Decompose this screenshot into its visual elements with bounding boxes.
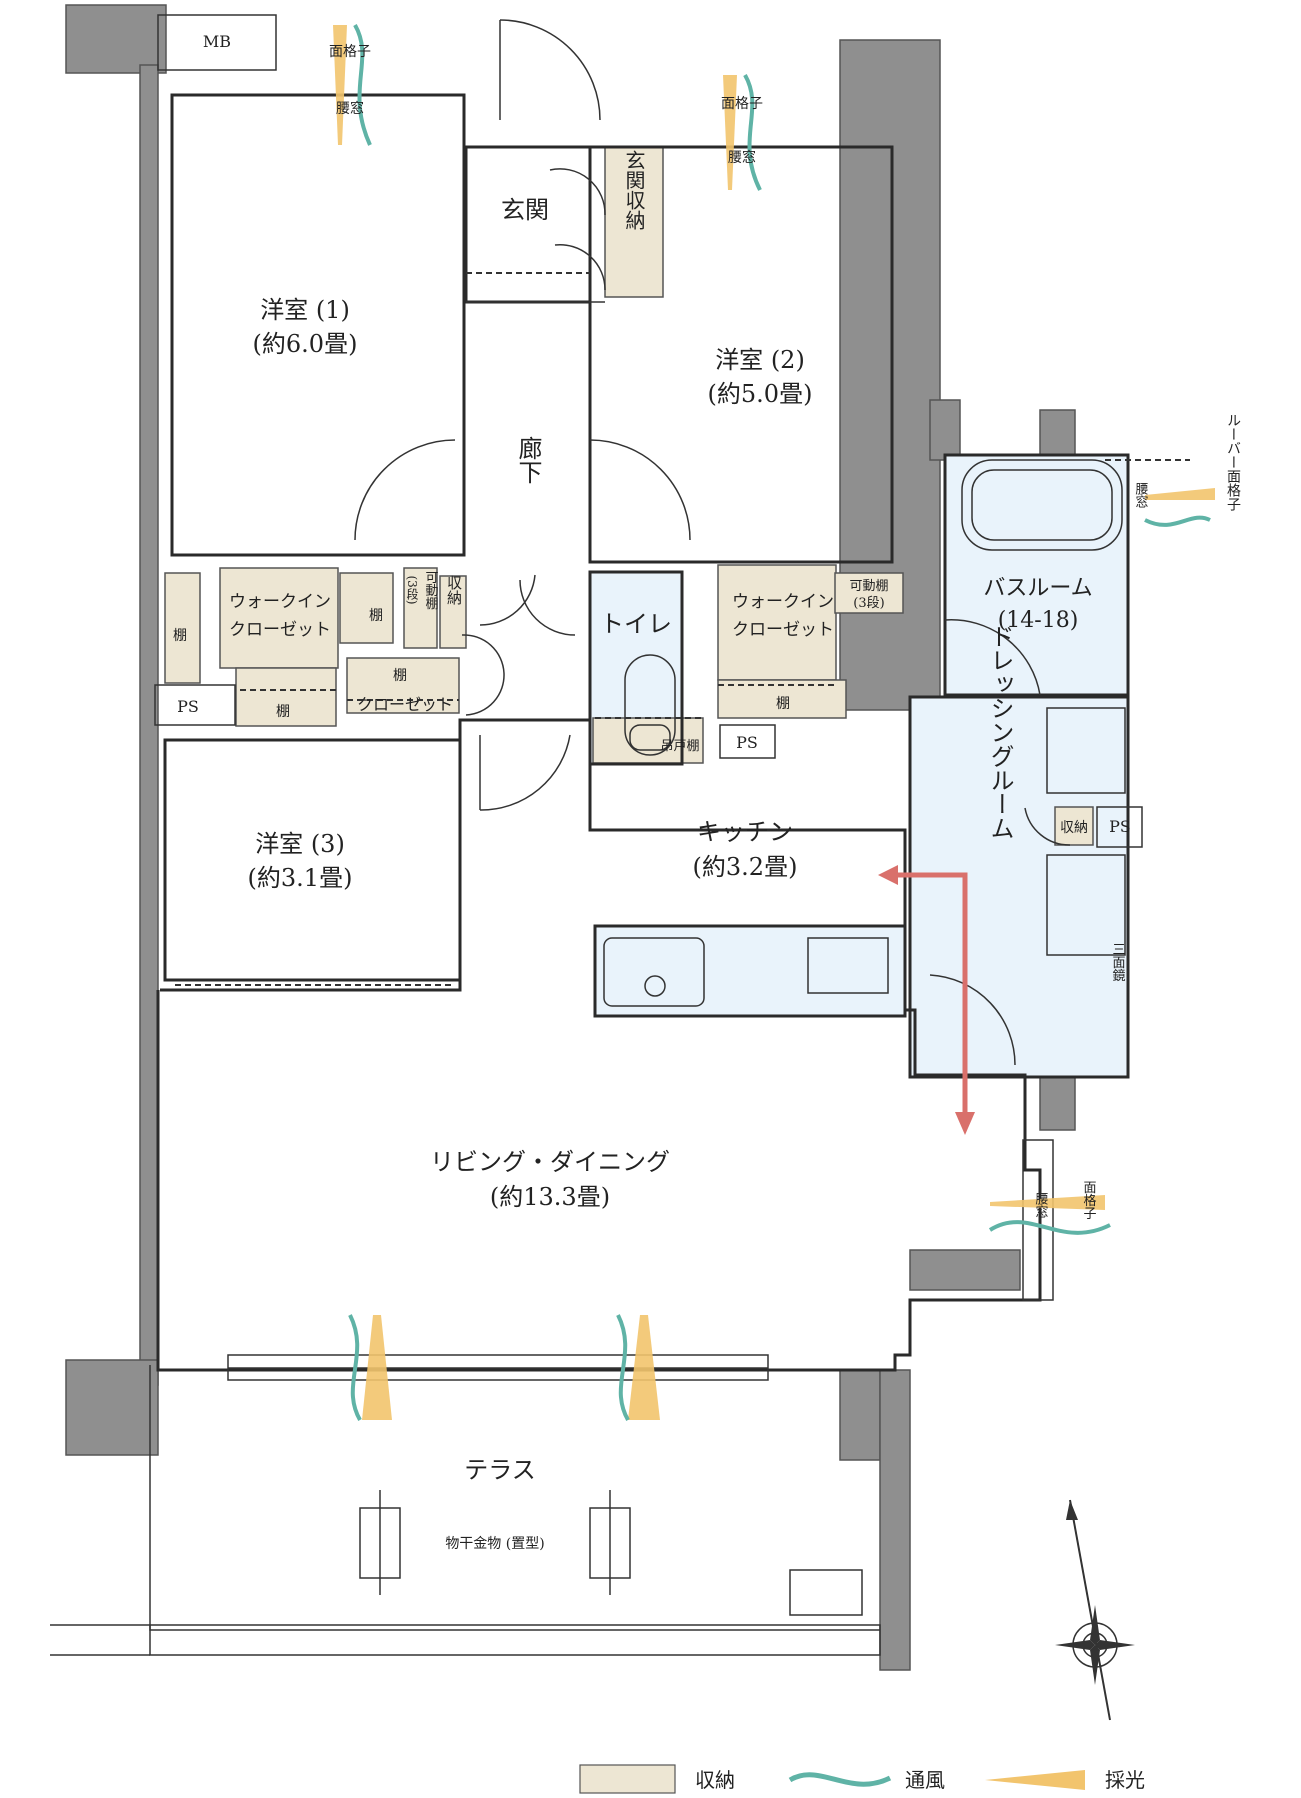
western1-name: 洋室 (1)	[260, 296, 350, 324]
legend: 収納 通風 採光	[579, 1764, 1145, 1794]
shelf-label-5: 棚	[776, 696, 790, 712]
shelf-label-2: 棚	[369, 608, 383, 624]
kitchen-name: キッチン	[697, 818, 793, 846]
shelf-label-3: 棚	[276, 704, 290, 720]
grille-label-1: 面格子	[329, 44, 371, 60]
room-outlines	[50, 14, 1190, 1656]
entrance-label: 玄関	[501, 196, 549, 224]
grille-label-3: 面格子	[1081, 1181, 1097, 1220]
mb-label: MB	[203, 32, 231, 51]
three-mirror-label: 三面鏡	[1110, 943, 1126, 982]
legend-ventilation-swatch	[788, 1772, 892, 1787]
doors	[354, 19, 1071, 1066]
living-size: (約13.3畳)	[490, 1183, 610, 1211]
hallway-label: 廊下	[514, 436, 542, 484]
storage-areas	[164, 146, 1094, 846]
waist-window-label-1: 腰窓	[336, 100, 364, 117]
legend-daylight-label: 採光	[1105, 1768, 1145, 1792]
legend-daylight-swatch	[985, 1770, 1085, 1790]
waist-window-label-4: 腰窓	[1033, 1192, 1049, 1218]
small-storage-label: 収納	[445, 575, 463, 606]
closet-label: クローゼット	[357, 695, 453, 714]
movable-shelf-label: 可動棚	[849, 579, 888, 594]
bathroom-fill	[945, 455, 1128, 695]
legend-storage-swatch	[579, 1764, 676, 1794]
hanging-shelf-label: 吊戸棚	[660, 739, 699, 754]
western2-size: (約5.0畳)	[708, 380, 813, 408]
dressing-label: ドレッシングルーム	[986, 624, 1014, 840]
ps-label-2: PS	[736, 733, 758, 752]
movable-shelf-vertical-count: (3段)	[405, 576, 419, 605]
wic2-label-1: ウォークイン	[732, 592, 834, 612]
compass-icon	[1055, 1499, 1135, 1721]
ps-label-1: PS	[177, 697, 199, 716]
toilet-label: トイレ	[600, 610, 672, 638]
waist-window-label-3: 腰窓	[1133, 482, 1149, 508]
western2-name: 洋室 (2)	[715, 346, 805, 374]
living-name: リビング・ダイニング	[430, 1148, 670, 1176]
ps-label-3: PS	[1109, 817, 1131, 836]
dressing-fill	[910, 697, 1128, 1077]
western3-size: (約3.1畳)	[248, 864, 353, 892]
bathroom-size: (14-18)	[998, 608, 1079, 633]
dressing-storage-label: 収納	[1060, 820, 1088, 836]
wic2-label-2: クローゼット	[732, 620, 834, 640]
kitchen-counter-fill	[595, 926, 905, 1016]
wic1-label-1: ウォークイン	[229, 592, 331, 612]
movable-shelf-count: (3段)	[853, 596, 884, 611]
wic1-label-2: クローゼット	[229, 620, 331, 640]
entrance-storage-label: 玄関収納	[622, 150, 646, 230]
kitchen-flow-arrow	[878, 865, 975, 1135]
movable-shelf-vertical: 可動棚	[423, 571, 439, 610]
legend-storage-label: 収納	[695, 1768, 735, 1792]
shelf-label-4: 棚	[393, 668, 407, 684]
shelf-label-1: 棚	[173, 628, 187, 644]
bathroom-name: バスルーム	[983, 576, 1092, 601]
waist-window-label-2: 腰窓	[728, 149, 756, 166]
louver-grille-label: ルーバー面格子	[1225, 413, 1241, 511]
western1-size: (約6.0畳)	[253, 330, 358, 358]
legend-ventilation-label: 通風	[905, 1768, 945, 1792]
western3-name: 洋室 (3)	[255, 830, 345, 858]
grille-label-2: 面格子	[721, 96, 763, 112]
drying-rack-label: 物干金物 (置型)	[445, 1536, 544, 1552]
kitchen-size: (約3.2畳)	[693, 853, 798, 881]
ventilation-daylight-symbols	[333, 24, 1215, 1421]
terrace-label: テラス	[464, 1456, 536, 1484]
